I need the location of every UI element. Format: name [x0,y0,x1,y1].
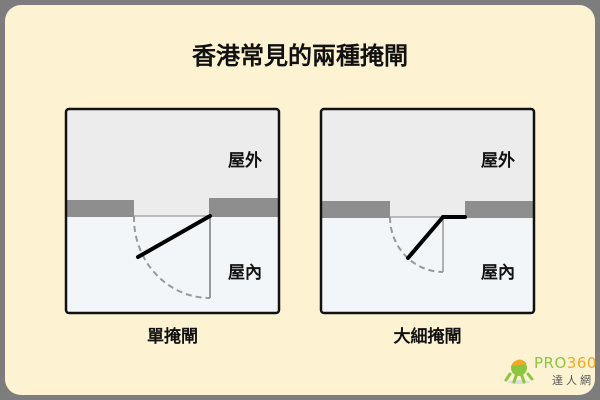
wall-right [465,201,534,218]
caption-single-door: 單掩閘 [147,327,198,347]
room-border [319,107,536,315]
caption-double-door: 大細掩閘 [393,327,462,347]
double-door-diagram [319,107,536,315]
large-door-leaf [406,215,445,260]
inside-label: 屋內 [228,263,262,283]
outside-area [321,109,534,217]
swing-arc [389,216,444,273]
inside-label: 屋內 [481,263,515,283]
wall-left [66,200,134,217]
swing-arc [132,215,211,299]
outside-label: 屋外 [481,151,515,171]
logo-subtext: 達人網 [552,374,594,387]
single-door-diagram [64,107,281,315]
door-leaf [136,214,212,259]
outside-label: 屋外 [228,151,262,171]
page-title: 香港常見的兩種掩閘 [192,42,408,70]
logo-text: PRO360 [534,354,597,372]
wall-left [321,201,390,218]
wall-right [209,198,279,217]
mascot-icon [504,359,534,384]
pro360-logo: PRO360 達人網 [504,352,597,388]
room-border [64,107,281,315]
